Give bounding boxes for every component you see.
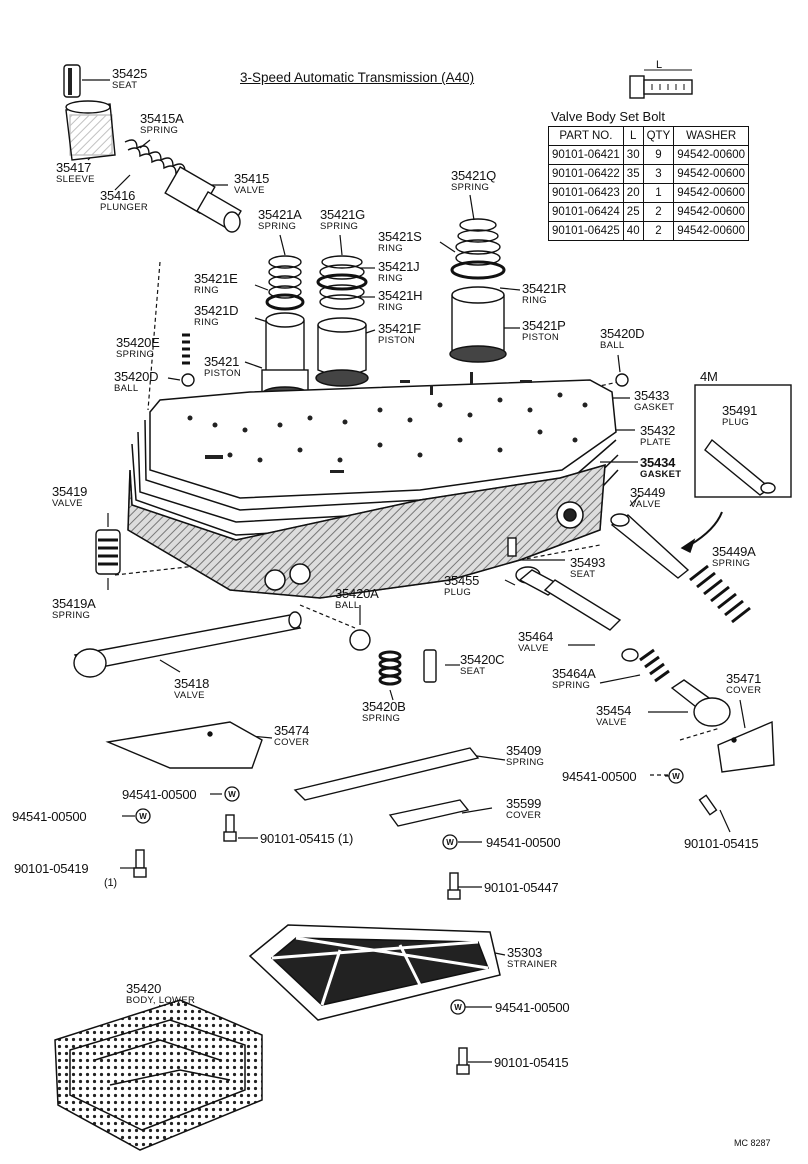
label-washer-bottom: 94541-00500: [495, 1000, 570, 1015]
bolt-table-header: PART NO. L QTY WASHER: [548, 126, 750, 146]
cell: 9: [642, 145, 675, 165]
cell: 94542-00600: [673, 221, 750, 241]
label-4m: 4M: [700, 369, 718, 384]
table-row: 90101-06421 30 9 94542-00600: [548, 145, 750, 165]
washer-mark: W: [446, 838, 454, 847]
label-washer-mid: 94541-00500: [486, 835, 561, 850]
cell: 2: [642, 202, 675, 222]
label-washer-left1: 94541-00500: [122, 787, 197, 802]
washer-mark: W: [454, 1003, 462, 1012]
label-bolt-05415-a: 90101-05415 (1): [260, 831, 354, 846]
washer-mark: W: [228, 790, 236, 799]
cell: 94542-00600: [673, 164, 750, 184]
col-washer: WASHER: [673, 126, 750, 146]
table-row: 90101-06423 20 1 94542-00600: [548, 183, 750, 203]
cell: 35: [622, 164, 644, 184]
cell: 20: [622, 183, 644, 203]
bolt-table-title: Valve Body Set Bolt: [551, 109, 665, 124]
table-row: 90101-06425 40 2 94542-00600: [548, 221, 750, 241]
label-washer-right: 94541-00500: [562, 769, 637, 784]
washer-mark: W: [672, 772, 680, 781]
bolt-length-label: L: [656, 59, 662, 71]
bolt-table: PART NO. L QTY WASHER 90101-06421 30 9 9…: [548, 126, 750, 241]
col-part-no: PART NO.: [548, 126, 624, 146]
table-row: 90101-06424 25 2 94542-00600: [548, 202, 750, 222]
cell: 1: [642, 183, 675, 203]
cell: 90101-06424: [548, 202, 624, 222]
washer-mark: W: [139, 812, 147, 821]
label-bolt-05447: 90101-05447: [484, 880, 559, 895]
label-bolt-05415-bottom: 90101-05415: [494, 1055, 569, 1070]
cell: 90101-06422: [548, 164, 624, 184]
label-bolt-05419: 90101-05419: [14, 861, 89, 876]
cell: 94542-00600: [673, 183, 750, 203]
label-bolt-05419-qty: (1): [104, 877, 117, 889]
cell: 25: [622, 202, 644, 222]
cell: 90101-06423: [548, 183, 624, 203]
label-bolt-05415-right: 90101-05415: [684, 836, 759, 851]
figure-code: MC 8287: [734, 1138, 771, 1148]
cell: 2: [642, 221, 675, 241]
table-row: 90101-06422 35 3 94542-00600: [548, 164, 750, 184]
cell: 94542-00600: [673, 145, 750, 165]
cell: 90101-06421: [548, 145, 624, 165]
cell: 3: [642, 164, 675, 184]
diagram-title: 3-Speed Automatic Transmission (A40): [240, 70, 475, 85]
col-length: L: [622, 126, 644, 146]
label-washer-left2: 94541-00500: [12, 809, 87, 824]
col-qty: QTY: [642, 126, 675, 146]
cell: 94542-00600: [673, 202, 750, 222]
cell: 30: [622, 145, 644, 165]
cell: 90101-06425: [548, 221, 624, 241]
cell: 40: [622, 221, 644, 241]
